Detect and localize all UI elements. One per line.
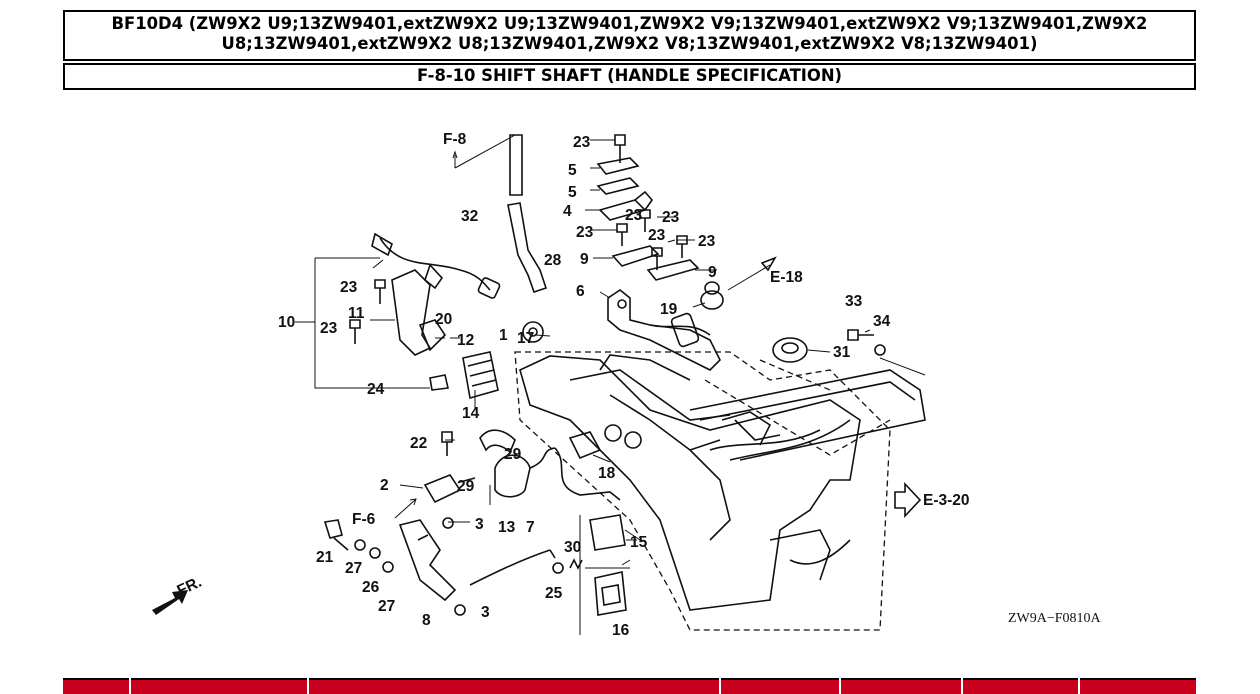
- part-label: 17: [517, 330, 534, 347]
- part-label: 11: [348, 305, 365, 322]
- table-header-cell: [963, 678, 1078, 694]
- frame-part: [689, 369, 926, 461]
- parts-table-header: [63, 678, 1196, 694]
- part-label: 23: [648, 227, 666, 244]
- rubber-cover-14: [462, 321, 544, 400]
- part-label: 2: [380, 477, 389, 494]
- f8-marker: [452, 134, 516, 169]
- part-label: 33: [845, 293, 863, 310]
- part-label: 12: [457, 332, 474, 349]
- part-label: 13: [498, 519, 516, 536]
- cable-assembly-10: [295, 232, 501, 391]
- part-label: 5: [568, 162, 577, 179]
- part-label: 18: [598, 465, 616, 482]
- table-header-cell: [841, 678, 961, 694]
- table-header-cell: [131, 678, 307, 694]
- part-number-labels: 1 2 3 3 4 5 5 6 7 8 9 9 10 11 12 13 14 1…: [278, 134, 891, 639]
- section-title-text: F-8-10 SHIFT SHAFT (HANDLE SPECIFICATION…: [416, 66, 843, 85]
- part-label: 23: [573, 134, 591, 151]
- part-label: 34: [873, 313, 891, 330]
- part-label: 3: [475, 516, 484, 533]
- part-label: 9: [580, 251, 589, 268]
- bolts-23: [349, 134, 688, 344]
- part-label: 23: [625, 207, 643, 224]
- part-label: 20: [435, 311, 452, 328]
- part-label: 23: [340, 279, 358, 296]
- lower-parts: [323, 429, 641, 635]
- part-label: 16: [612, 622, 630, 639]
- part-label: 15: [630, 534, 648, 551]
- e320-arrow: [894, 481, 922, 519]
- part-label: 28: [544, 252, 562, 269]
- part-label: 27: [378, 598, 395, 615]
- part-label: 30: [564, 539, 581, 556]
- part-label: 27: [345, 560, 362, 577]
- part-label: 23: [320, 320, 338, 337]
- table-header-cell: [1080, 678, 1196, 694]
- part-label: 25: [545, 585, 563, 602]
- part-label: 4: [563, 203, 572, 220]
- part-label: 6: [576, 283, 585, 300]
- parts-diagram: 1 2 3 3 4 5 5 6 7 8 9 9 10 11 12 13 14 1…: [152, 131, 1102, 639]
- part-label: 14: [462, 405, 480, 422]
- part-label: 9: [708, 264, 717, 281]
- ref-fr-label: FR.: [175, 574, 205, 600]
- f6-marker: [394, 498, 417, 519]
- leader-lines: [370, 139, 871, 541]
- table-header-cell: [63, 678, 129, 694]
- lower-case: [519, 354, 861, 611]
- part-label: 1: [499, 327, 508, 344]
- seal-31: [772, 329, 926, 376]
- part-label: 29: [457, 478, 475, 495]
- part-label: 31: [833, 344, 851, 361]
- model-title: BF10D4 (ZW9X2 U9;13ZW9401,extZW9X2 U9;13…: [63, 10, 1196, 61]
- fr-arrow: [152, 590, 188, 615]
- part-label: 32: [461, 208, 478, 225]
- part-label: 26: [362, 579, 380, 596]
- ref-f6-label: F-6: [352, 511, 376, 528]
- part-label: 5: [568, 184, 577, 201]
- table-header-cell: [309, 678, 719, 694]
- ref-e18-label: E-18: [770, 269, 803, 286]
- part-label: 23: [662, 209, 680, 226]
- shift-lever: [607, 289, 721, 371]
- plate-stack: [596, 157, 700, 281]
- part-label: 7: [526, 519, 535, 536]
- ref-e320-label: E-3-20: [923, 492, 970, 509]
- part-label: 23: [698, 233, 716, 250]
- ref-f8-label: F-8: [443, 131, 467, 148]
- part-label: 23: [576, 224, 594, 241]
- table-header-cell: [721, 678, 839, 694]
- part-label: 3: [481, 604, 490, 621]
- part-label: 8: [422, 612, 431, 629]
- part-label: 22: [410, 435, 427, 452]
- part-label: 10: [278, 314, 295, 331]
- part-label: 21: [316, 549, 334, 566]
- drawing-code: ZW9A−F0810A: [1008, 611, 1102, 626]
- grommet-19: [700, 256, 777, 310]
- rod-32: [507, 134, 548, 294]
- section-title: F-8-10 SHIFT SHAFT (HANDLE SPECIFICATION…: [63, 63, 1196, 90]
- part-label: 24: [367, 381, 385, 398]
- model-title-text: BF10D4 (ZW9X2 U9;13ZW9401,extZW9X2 U9;13…: [111, 14, 1148, 53]
- part-label: 19: [660, 301, 678, 318]
- part-label: 29: [504, 446, 522, 463]
